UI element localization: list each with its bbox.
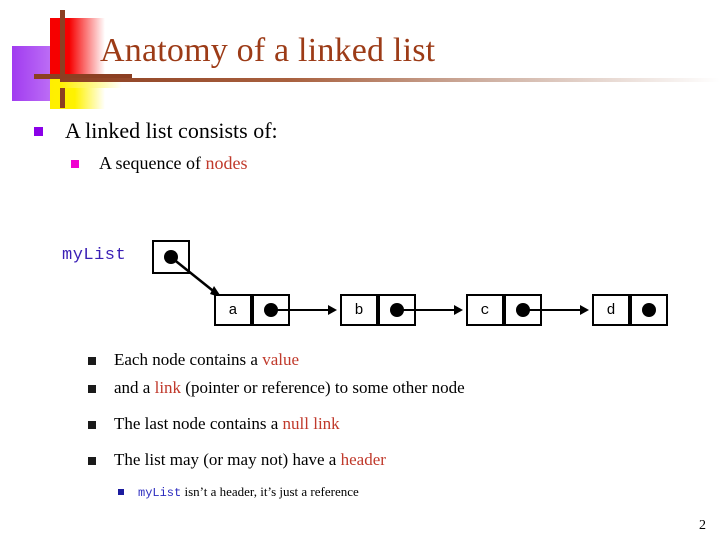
fact-bullet-2: The last node contains a null link <box>88 414 340 434</box>
fact-bullet-3: The list may (or may not) have a header <box>88 450 386 470</box>
link-arrow-head-c-d <box>580 305 589 315</box>
title-underline-accent <box>60 82 122 88</box>
bullet-square-icon <box>88 457 96 465</box>
linked-list-diagram: myList a b c d <box>0 230 720 340</box>
link-arrow-line-c-d <box>523 309 581 311</box>
title-underline <box>60 78 720 82</box>
fact-2-highlight: null link <box>282 414 340 433</box>
node-value-d: d <box>592 294 630 326</box>
bullet-level2-label: A sequence of nodes <box>99 153 247 174</box>
fact-1-highlight: link <box>154 378 182 397</box>
logo-vertical-bar <box>60 10 65 108</box>
fact-bullet-1: and a link (pointer or reference) to som… <box>88 378 465 398</box>
sub-note-code: myList <box>138 486 182 500</box>
bullet-level2: A sequence of nodes <box>71 153 247 174</box>
bullet-square-icon <box>34 127 43 136</box>
sub-note-text: isn’t a header, it’s just a reference <box>181 484 359 499</box>
fact-bullet-0-label: Each node contains a value <box>114 350 299 370</box>
link-arrow-head-a-b <box>328 305 337 315</box>
link-arrow-head-b-c <box>454 305 463 315</box>
node-pointer-d <box>630 294 668 326</box>
bullet-level1: A linked list consists of: <box>34 118 278 144</box>
bullet-level2-prefix: A sequence of <box>99 153 206 173</box>
fact-bullet-3-label: The list may (or may not) have a header <box>114 450 386 470</box>
link-arrow-line-a-b <box>271 309 329 311</box>
sub-note-bullet: myList isn’t a header, it’s just a refer… <box>118 484 359 500</box>
fact-0-highlight: value <box>262 350 300 369</box>
fact-bullet-2-label: The last node contains a null link <box>114 414 340 434</box>
fact-1-pre: and a <box>114 378 155 397</box>
bullet-level1-label: A linked list consists of: <box>65 118 278 143</box>
fact-0-pre: Each node contains a <box>114 350 263 369</box>
sub-note-label: myList isn’t a header, it’s just a refer… <box>138 484 359 500</box>
bullet-square-icon <box>88 357 96 365</box>
fact-2-pre: The last node contains a <box>114 414 283 433</box>
pointer-dot-icon <box>642 303 656 317</box>
fact-bullet-1-label: and a link (pointer or reference) to som… <box>114 378 465 398</box>
bullet-square-icon <box>88 385 96 393</box>
page-number: 2 <box>699 518 706 533</box>
fact-bullet-0: Each node contains a value <box>88 350 299 370</box>
link-arrow-line-b-c <box>397 309 455 311</box>
node-value-c: c <box>466 294 504 326</box>
bullet-square-icon <box>71 160 79 168</box>
bullet-square-icon <box>118 489 124 495</box>
fact-3-highlight: header <box>340 450 386 469</box>
fact-3-pre: The list may (or may not) have a <box>114 450 341 469</box>
logo-red-square <box>50 18 105 76</box>
bullet-square-icon <box>88 421 96 429</box>
logo-horizontal-bar <box>34 74 132 79</box>
diagram-reference-label: myList <box>62 246 127 265</box>
fact-1-post: (pointer or reference) to some other nod… <box>181 378 465 397</box>
page-title: Anatomy of a linked list <box>100 32 436 69</box>
node-value-b: b <box>340 294 378 326</box>
node-value-a: a <box>214 294 252 326</box>
bullet-level2-highlight: nodes <box>205 153 248 173</box>
